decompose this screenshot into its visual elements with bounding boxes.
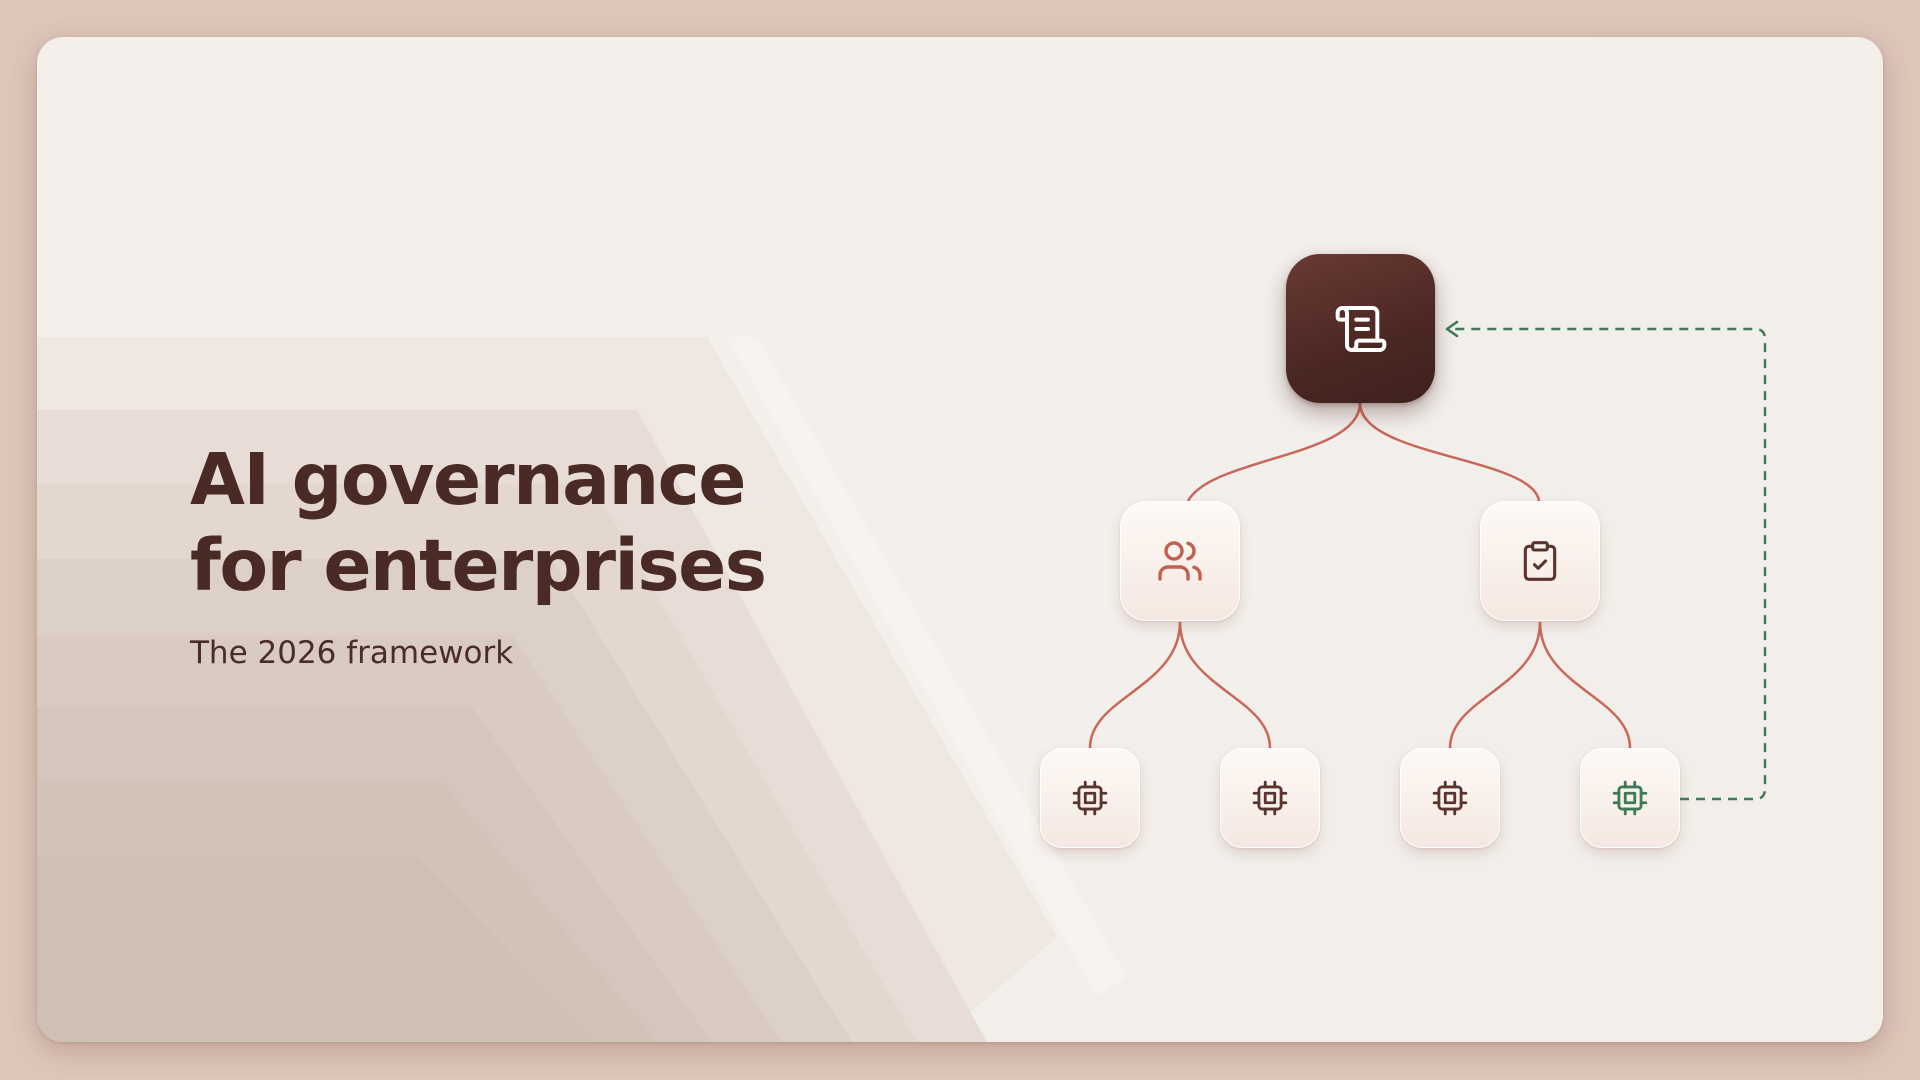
diagram-connectors [1088, 320, 1767, 801]
connector-root-left [1186, 402, 1362, 502]
feedback-arrowhead-icon [1445, 320, 1459, 338]
ai-system-node-1[interactable] [1040, 748, 1140, 848]
connector-right-leaf4 [1538, 621, 1632, 749]
ai-system-node-4[interactable] [1580, 748, 1680, 848]
scroll-icon [1335, 305, 1386, 352]
compliance-node[interactable] [1480, 501, 1600, 621]
cpu-chip-icon [1072, 780, 1108, 816]
ai-system-node-2[interactable] [1220, 748, 1320, 848]
page-title: AI governance for enterprises [190, 437, 767, 609]
cpu-chip-icon [1432, 780, 1468, 816]
connector-root-right [1358, 402, 1541, 502]
ai-system-node-3[interactable] [1400, 748, 1500, 848]
governance-hierarchy-diagram [37, 37, 1883, 1042]
cpu-chip-icon [1612, 780, 1648, 816]
title-line-1: AI governance [190, 438, 746, 521]
cpu-chip-icon [1252, 780, 1288, 816]
policy-root-node[interactable] [1286, 254, 1435, 403]
title-line-2: for enterprises [190, 524, 767, 607]
connector-left-leaf1 [1088, 621, 1182, 749]
teams-node[interactable] [1120, 501, 1240, 621]
clipboard-check-icon [1523, 541, 1557, 581]
connector-right-leaf3 [1448, 621, 1542, 749]
connector-left-leaf2 [1178, 621, 1272, 749]
users-icon [1158, 541, 1202, 581]
slide-card: AI governance for enterprises The 2026 f… [37, 37, 1883, 1042]
background-chevron-decoration [37, 337, 1127, 1042]
subtitle: The 2026 framework [190, 635, 514, 671]
